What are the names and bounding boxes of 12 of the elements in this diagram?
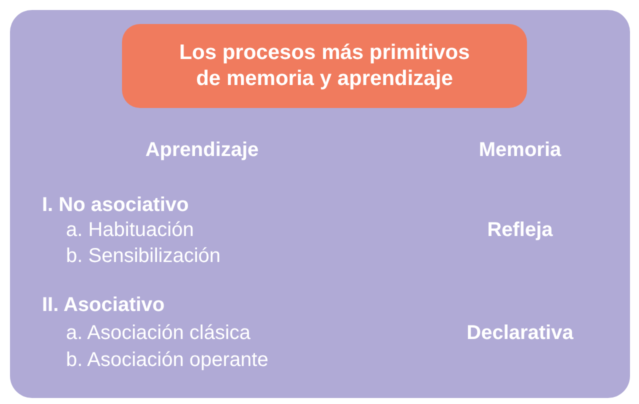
list-item: b. Asociación operante	[66, 348, 268, 372]
list-item: b. Sensibilización	[66, 244, 221, 268]
column-heading: Memoria	[478, 138, 562, 162]
title-box	[122, 24, 527, 108]
column-heading: Declarativa	[466, 321, 574, 345]
list-item: a. Habituación	[66, 218, 194, 242]
column-heading: Aprendizaje	[145, 138, 259, 162]
list-item: a. Asociación clásica	[66, 321, 251, 345]
category-heading: II. Asociativo	[42, 293, 165, 317]
category-heading: I. No asociativo	[42, 193, 189, 217]
column-heading: Refleja	[487, 218, 553, 242]
title-text: Los procesos más primitivos de memoria y aprendizaje	[178, 40, 471, 92]
